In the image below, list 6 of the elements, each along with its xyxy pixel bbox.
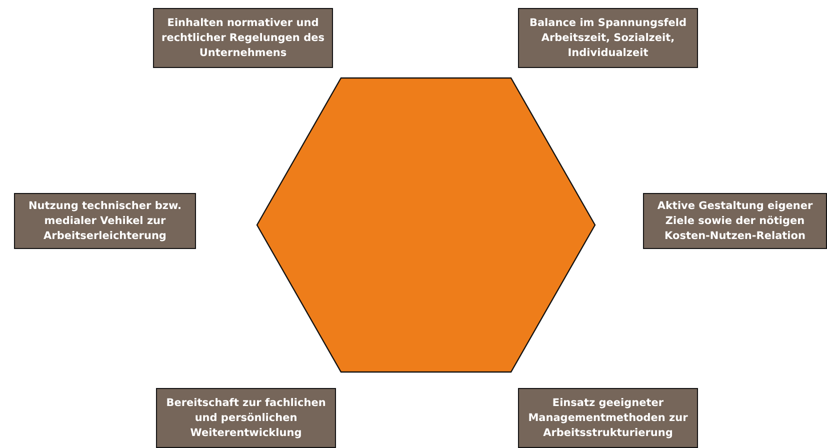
text-box: Bereitschaft zur fachlichen und persönlichen Weiterentwicklung: [156, 388, 336, 448]
text-box: Einhalten normativer und rechtlicher Regelungen des Unternehmens: [153, 8, 333, 68]
text-box: Einsatz geeigneter Managementmethoden zur Arbeitsstrukturierung: [518, 388, 698, 448]
text-box: Nutzung technischer bzw. medialer Vehikel zur Arbeitserleichterung: [14, 193, 196, 249]
text-box: Aktive Gestaltung eigener Ziele sowie der nötigen Kosten-Nutzen-Relation: [643, 193, 827, 249]
text-box: Balance im Spannungsfeld Arbeitszeit, Sozialzeit, Individualzeit: [518, 8, 698, 68]
